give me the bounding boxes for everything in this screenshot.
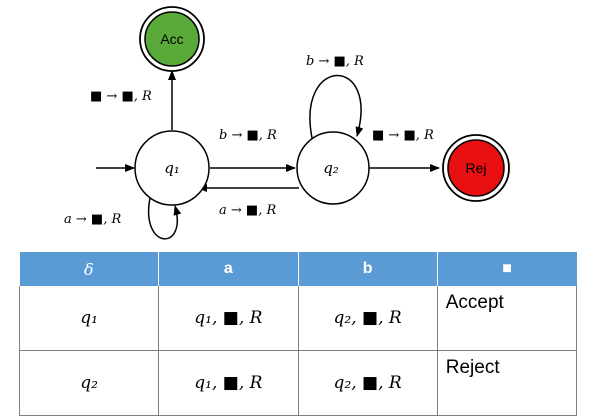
edge-q2-self-loop [309, 74, 364, 139]
header-a: a [158, 252, 299, 286]
table-cell: Accept [436, 286, 578, 351]
edge-label-q1-to-acc: ■ → ■, R [90, 89, 152, 104]
table-cell: q₂, ■, R [297, 286, 438, 351]
edge-q1-self-loop [147, 197, 182, 240]
table-cell: q₁, ■, R [158, 350, 299, 416]
state-diagram: Acc q₁ q₂ Rej ■ → ■, R b → ■, R a → ■, R… [64, 6, 510, 240]
state-q2-label: q₂ [323, 159, 339, 177]
state-q1-label: q₁ [164, 159, 180, 177]
table-cell: q₂ [18, 350, 160, 416]
table-cell: q₁, ■, R [158, 286, 299, 351]
state-q1 [134, 130, 210, 206]
edge-label-q2-to-rej: ■ → ■, R [372, 128, 434, 143]
header-blank: ■ [437, 252, 577, 286]
table-row: q₂ q₁, ■, R q₂, ■, R Reject [18, 350, 578, 416]
accept-state [144, 11, 200, 67]
accept-state-label: Acc [160, 31, 183, 47]
table-cell: q₂, ■, R [297, 350, 438, 416]
state-q2 [296, 131, 370, 205]
header-b: b [298, 252, 438, 286]
edge-label-q2-to-q1: a → ■, R [219, 203, 276, 218]
transition-table: δ a b ■ q₁ q₁, ■, R q₂, ■, R Accept q₂ q… [18, 252, 578, 416]
table-header-row: δ a b ■ [19, 252, 577, 286]
edge-label-q2-self: b → ■, R [306, 54, 364, 69]
reject-state [447, 139, 505, 197]
table-cell: q₁ [18, 286, 160, 351]
table-cell: Reject [436, 350, 578, 416]
edge-label-q1-self: a → ■, R [64, 212, 121, 227]
header-delta: δ [19, 252, 160, 286]
reject-state-label: Rej [465, 160, 486, 176]
table-row: q₁ q₁, ■, R q₂, ■, R Accept [18, 286, 578, 351]
edge-label-q1-to-q2: b → ■, R [219, 128, 277, 143]
